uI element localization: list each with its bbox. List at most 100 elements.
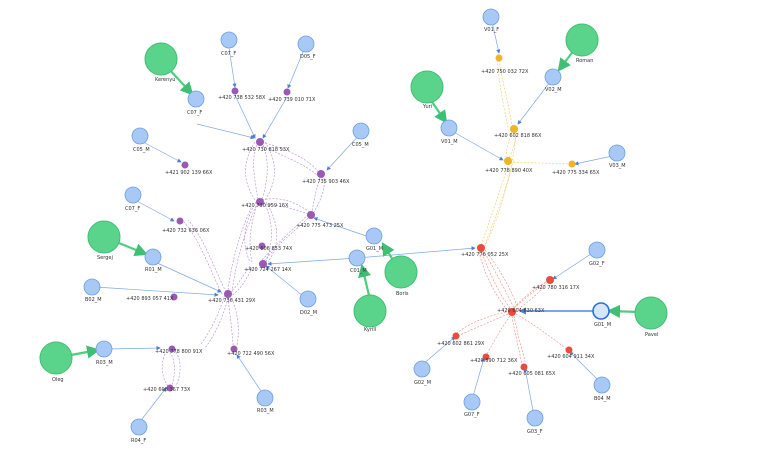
device-label: C01_M [350, 268, 367, 274]
device-label: R01_M [145, 267, 162, 273]
person-label: Pavel [645, 332, 658, 338]
device-node[interactable] [144, 248, 162, 266]
device-node-selected[interactable] [592, 302, 610, 320]
orange-cluster-edges [480, 59, 571, 248]
device-node[interactable] [463, 393, 481, 411]
device-label: G07_F [464, 412, 480, 418]
blue-edges [94, 16, 618, 424]
device-node[interactable] [365, 227, 383, 245]
device-node[interactable] [526, 409, 544, 427]
phone-node[interactable] [166, 384, 174, 392]
phone-node[interactable] [256, 198, 264, 206]
device-label: B02_M [85, 297, 102, 303]
phone-label: +420 775 334 65X [552, 170, 600, 176]
phone-node[interactable] [181, 161, 189, 169]
device-node[interactable] [440, 119, 458, 137]
person-nodes: Kerenyu Sergej Oleg Kyrill Boris Yuri Ro… [39, 23, 668, 383]
phone-node[interactable] [258, 242, 266, 250]
device-label: G03_F [527, 429, 543, 435]
device-node[interactable] [544, 68, 562, 86]
person-node[interactable] [353, 294, 387, 328]
device-node[interactable] [593, 376, 611, 394]
device-label: R04_F [131, 438, 146, 444]
device-label: C05_M [352, 142, 369, 148]
phone-node[interactable] [504, 157, 512, 165]
device-node[interactable] [348, 249, 366, 267]
person-node[interactable] [410, 70, 444, 104]
person-label: Kyrill [364, 327, 376, 333]
phone-node[interactable] [170, 293, 178, 301]
phone-node[interactable] [283, 88, 291, 96]
phone-label: +420 590 712 36X [470, 358, 518, 364]
phone-node[interactable] [508, 308, 516, 316]
device-label: D02_M [300, 310, 317, 316]
phone-label: +420 780 316 17X [532, 285, 580, 291]
person-label: Boris [396, 291, 409, 297]
person-node[interactable] [634, 296, 668, 330]
device-node[interactable] [413, 360, 431, 378]
person-node[interactable] [87, 220, 121, 254]
device-label: G01_M [366, 246, 383, 252]
device-node[interactable] [299, 290, 317, 308]
phone-node[interactable] [482, 353, 490, 361]
phone-label: +420 776 052 25X [461, 252, 509, 258]
phone-node[interactable] [520, 363, 528, 371]
device-node[interactable] [124, 186, 142, 204]
phone-node[interactable] [317, 170, 325, 178]
device-label: V01_M [441, 139, 458, 145]
phone-label: +420 738 532 58X [218, 95, 266, 101]
phone-node[interactable] [259, 260, 267, 268]
device-node[interactable] [131, 127, 149, 145]
device-node[interactable] [608, 144, 626, 162]
device-node[interactable] [220, 31, 238, 49]
phone-node[interactable] [452, 332, 460, 340]
device-node[interactable] [352, 122, 370, 140]
device-node[interactable] [187, 90, 205, 108]
phone-node[interactable] [307, 211, 315, 219]
purple-cluster-edges [161, 141, 325, 387]
orange-phone-nodes: +420 750 032 72X +420 602 818 86X +420 7… [481, 54, 600, 176]
phone-label: +420 608 367 73X [143, 387, 191, 393]
phone-node[interactable] [231, 87, 239, 95]
phone-label: +421 902 139 66X [165, 170, 213, 176]
phone-node[interactable] [230, 345, 238, 353]
device-label: R03_M [96, 360, 113, 366]
person-label: Oleg [52, 377, 64, 383]
device-label: B04_M [594, 396, 611, 402]
phone-node[interactable] [510, 125, 518, 133]
phone-label: +420 724 267 14X [244, 267, 292, 273]
device-node[interactable] [130, 418, 148, 436]
phone-node[interactable] [546, 276, 554, 284]
device-label: G02_F [589, 261, 605, 267]
device-node[interactable] [83, 278, 101, 296]
phone-label: +420 605 081 65X [508, 371, 556, 377]
phone-node[interactable] [565, 346, 573, 354]
person-label: Roman [576, 58, 593, 64]
device-node[interactable] [588, 241, 606, 259]
phone-node[interactable] [477, 244, 485, 252]
phone-label: +420 604 911 34X [547, 354, 595, 360]
person-node[interactable] [384, 255, 418, 289]
phone-node[interactable] [168, 345, 176, 353]
phone-node[interactable] [495, 54, 503, 62]
device-label: V01_F [484, 27, 499, 33]
device-node[interactable] [297, 35, 315, 53]
phone-label: +420 739 010 71X [268, 97, 316, 103]
person-label: Kerenyu [155, 77, 175, 83]
device-node[interactable] [95, 340, 113, 358]
phone-node[interactable] [568, 160, 576, 168]
person-node[interactable] [565, 23, 599, 57]
person-node[interactable] [144, 42, 178, 76]
device-label: G02_M [414, 380, 431, 386]
device-node[interactable] [482, 8, 500, 26]
phone-label: +420 730 959 16X [241, 203, 289, 209]
person-node[interactable] [39, 341, 73, 375]
phone-node[interactable] [224, 290, 232, 298]
device-label: C07_F [221, 51, 236, 57]
green-edges [70, 49, 641, 359]
phone-node[interactable] [176, 217, 184, 225]
phone-node[interactable] [256, 138, 264, 146]
device-node[interactable] [256, 389, 274, 407]
person-label: Sergej [97, 255, 113, 261]
